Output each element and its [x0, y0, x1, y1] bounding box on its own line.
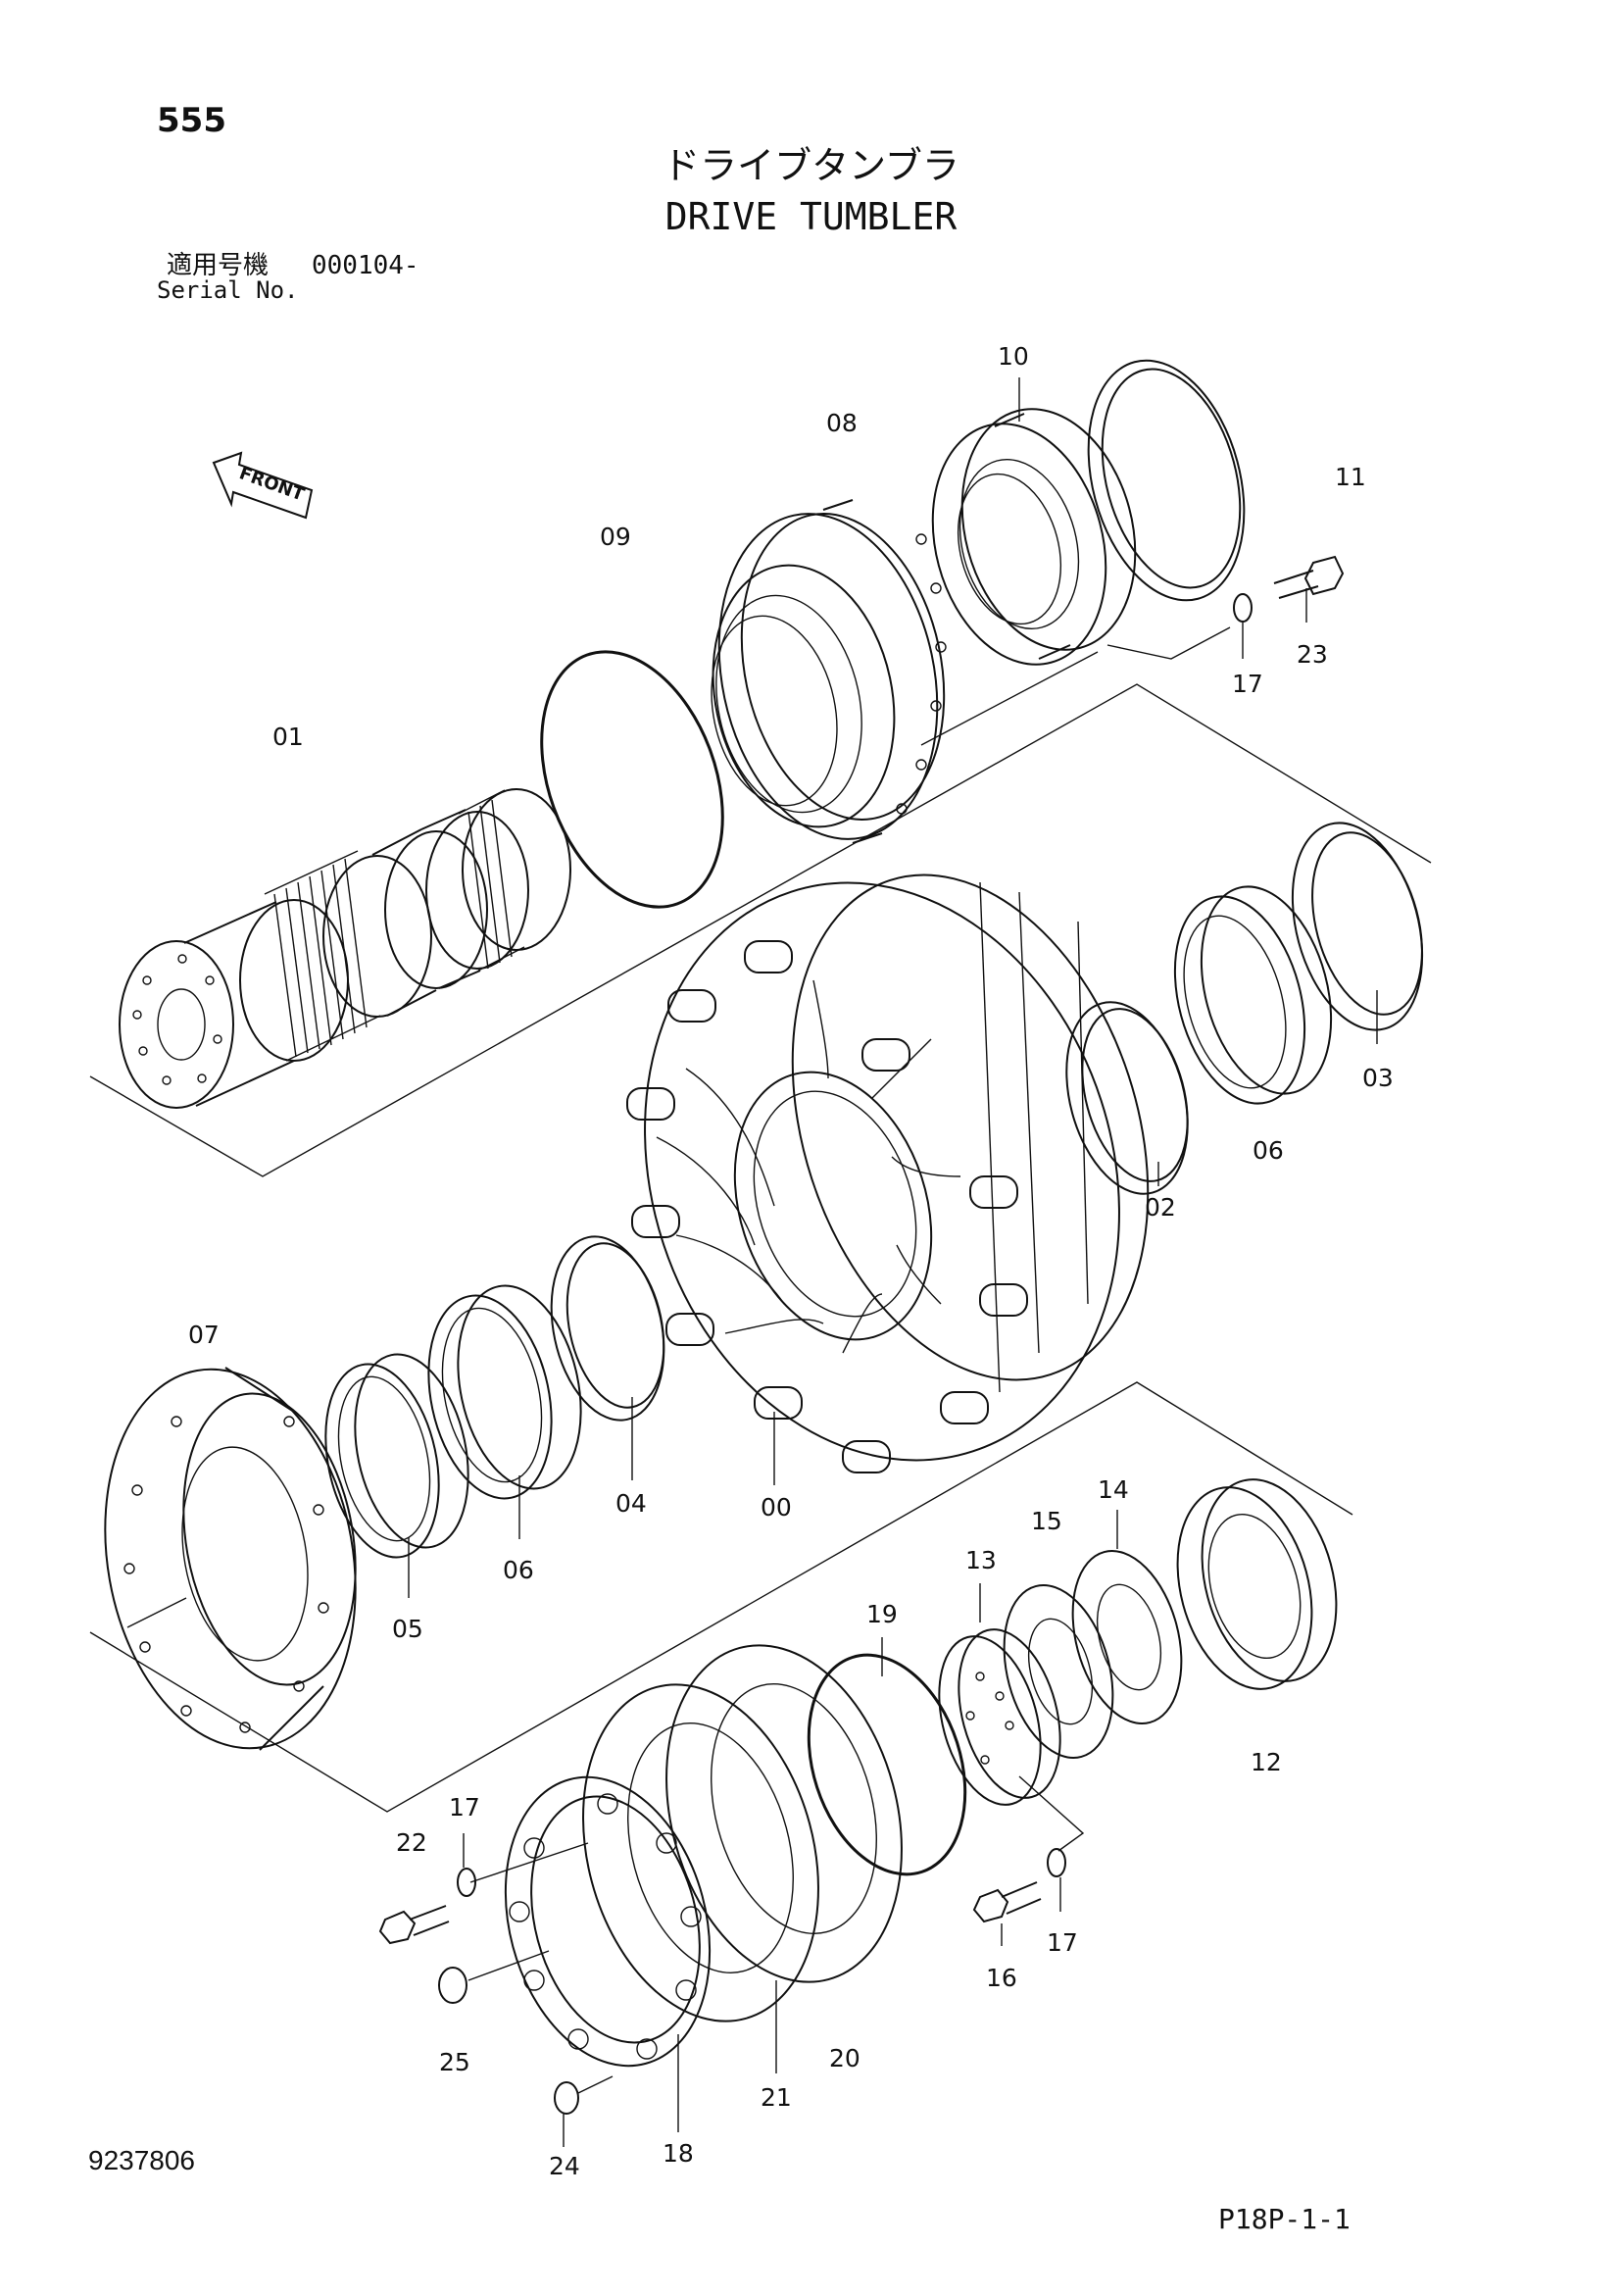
part-25-nut [438, 1967, 467, 2004]
callout-12: 12 [1251, 1748, 1282, 1776]
title-english: DRIVE TUMBLER [664, 195, 958, 238]
part-05-bearing-cone [324, 1353, 469, 1559]
callout-07: 07 [188, 1321, 220, 1349]
part-14-plate [1071, 1550, 1183, 1724]
part-13-disk [938, 1628, 1061, 1806]
assembly-bracket-line [89, 683, 1432, 1177]
callout-23: 23 [1297, 640, 1328, 669]
callout-16: 16 [986, 1964, 1017, 1992]
leader-nut [467, 1950, 550, 1981]
callout-19: 19 [866, 1600, 898, 1628]
callout-17-top: 17 [1232, 670, 1263, 698]
callout-03: 03 [1362, 1064, 1394, 1092]
leader-washer-top [1106, 626, 1231, 660]
leader-flange [126, 1597, 187, 1628]
part-24-pin [554, 2081, 579, 2115]
front-label: FRONT [236, 463, 308, 506]
page-number: 555 [157, 101, 226, 140]
part-12-bearing [1176, 1478, 1338, 1690]
callout-06-right: 06 [1253, 1136, 1284, 1165]
callout-18: 18 [663, 2139, 694, 2168]
callout-24: 24 [549, 2152, 580, 2180]
leader-housing [920, 651, 1099, 746]
serial-number-value: 000104- [312, 251, 419, 280]
part-10-bearing [931, 408, 1137, 666]
callout-13: 13 [965, 1546, 997, 1574]
document-number: 9237806 [88, 2145, 196, 2175]
part-17-washer-top [1233, 593, 1253, 623]
part-16-bolt [972, 1881, 1042, 1923]
callout-11: 11 [1335, 463, 1366, 491]
part-09-o-ring [540, 650, 724, 909]
callout-06-left: 06 [503, 1556, 534, 1584]
callout-04: 04 [615, 1489, 647, 1518]
leader-pin [577, 2075, 614, 2094]
callout-08: 08 [826, 409, 858, 437]
callout-17-right: 17 [1047, 1928, 1078, 1957]
title-japanese: ドライブタンブラ [663, 144, 959, 187]
assembly-bracket-line-lower [89, 1381, 1353, 1813]
callout-21: 21 [761, 2083, 792, 2112]
callout-14: 14 [1098, 1475, 1129, 1504]
part-22-bolt [378, 1905, 450, 1945]
callout-02: 02 [1145, 1193, 1176, 1222]
callout-05: 05 [392, 1615, 423, 1643]
callout-labels: 10 08 11 09 23 17 01 03 06 02 07 14 15 0… [188, 342, 1394, 2180]
serial-label-english: Serial No. [157, 276, 299, 304]
leader-washer-right [1018, 1775, 1085, 1852]
callout-leaders [408, 377, 1378, 2147]
part-06-seal-right [1173, 885, 1333, 1105]
part-01-shaft [119, 788, 571, 1109]
part-18-toothed-ring [504, 1775, 712, 2068]
part-21-sprocket-segment [582, 1683, 819, 2022]
part-17-washer-right [1047, 1848, 1066, 1877]
part-20-sprocket-segment [665, 1644, 903, 1983]
callout-09: 09 [600, 523, 631, 551]
part-02-retainer-ring [1065, 1001, 1189, 1195]
part-04-retainer-ring [550, 1235, 665, 1422]
part-17-washer-left [457, 1868, 476, 1897]
page-code: P18P-1-1 [1218, 2203, 1351, 2235]
part-15-plate [1003, 1584, 1114, 1759]
serial-label-japanese: 適用号機 [167, 251, 270, 280]
part-00-tumbler-hub [626, 873, 1150, 1473]
callout-25: 25 [439, 2048, 470, 2076]
callout-15: 15 [1031, 1507, 1062, 1535]
callout-10: 10 [998, 342, 1029, 371]
callout-01: 01 [272, 723, 304, 751]
callout-00: 00 [761, 1493, 792, 1522]
callout-22: 22 [396, 1828, 427, 1857]
callout-20: 20 [829, 2044, 860, 2072]
part-23-bolt [1273, 555, 1345, 599]
part-03-seal-ring [1291, 822, 1424, 1031]
leader-washer-left [469, 1842, 589, 1883]
part-11-seal-ring [1087, 359, 1246, 602]
part-07-flange [104, 1367, 357, 1751]
part-06-seal-left [427, 1284, 582, 1500]
front-arrow-icon: FRONT [212, 451, 314, 520]
part-08-housing [711, 499, 947, 844]
part-19-o-ring [807, 1653, 967, 1876]
callout-17-left: 17 [449, 1793, 480, 1822]
